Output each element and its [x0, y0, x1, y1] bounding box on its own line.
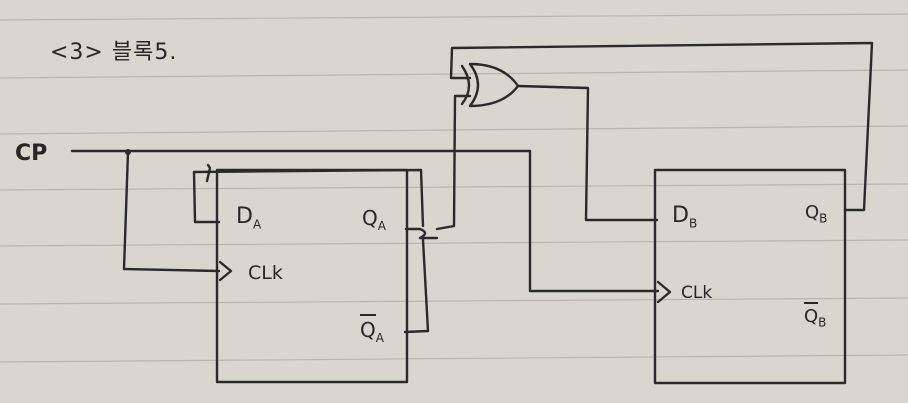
ff-a-q-label: QA [362, 206, 386, 233]
ff-b-d-label: DB [672, 203, 698, 231]
wire-xor-to-db [516, 84, 659, 222]
clock-triangle-b [656, 280, 672, 304]
wire-qb-to-xor [449, 41, 874, 212]
clock-wire-to-a [122, 150, 221, 273]
wire-loop-a-inner [205, 163, 212, 183]
rule-line [0, 13, 908, 21]
ff-a-clk-label: CLk [248, 262, 283, 284]
flip-flop-b-box [653, 168, 847, 385]
wire-qa-to-xor [404, 94, 472, 240]
ff-a-q-not-label: QA [360, 314, 384, 344]
clock-wire-main [70, 149, 660, 293]
page-title: <3> 블록5. [50, 40, 178, 65]
rule-line [0, 69, 908, 79]
xor-gate [468, 62, 520, 108]
ff-b-clk-label: CLk [681, 283, 713, 303]
ff-b-q-label: QB [805, 202, 828, 226]
rule-line [0, 354, 908, 363]
rule-line [0, 297, 908, 305]
clock-label: CP [15, 141, 48, 166]
wire-qa-bar-to-da [192, 168, 430, 334]
flip-flop-a-box [215, 168, 409, 384]
clock-triangle-a [218, 260, 233, 282]
rule-line [0, 239, 908, 247]
ff-b-q-not-label: QB [804, 302, 826, 329]
ff-a-d-label: DA [236, 204, 262, 232]
xor-gate-extra-arc [460, 64, 471, 106]
